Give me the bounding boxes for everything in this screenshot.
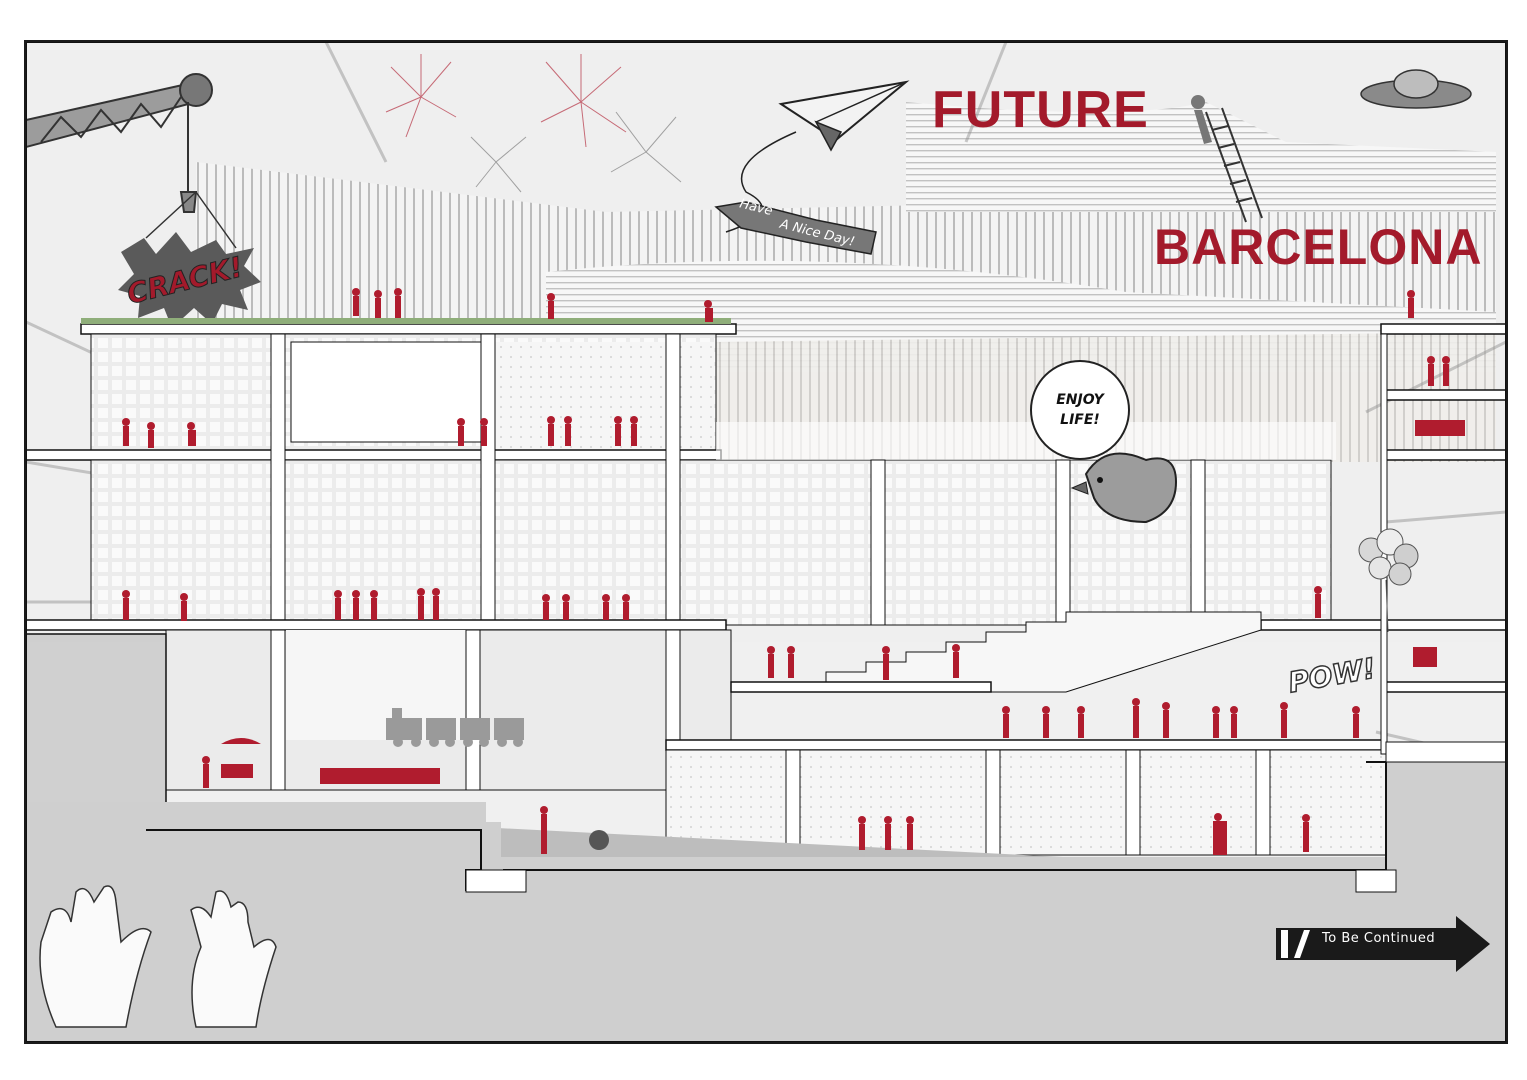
figure	[1212, 706, 1220, 738]
paper-plane-icon	[725, 80, 910, 233]
balloons-icon	[1358, 528, 1419, 633]
figure	[320, 768, 440, 784]
figure	[882, 646, 890, 680]
figure	[1280, 702, 1288, 738]
figure	[630, 416, 638, 446]
fireworks-icon	[385, 54, 682, 193]
ufo-icon	[1360, 69, 1472, 109]
figure	[202, 756, 210, 788]
figure	[622, 594, 630, 620]
figure	[187, 422, 196, 446]
figure	[1132, 698, 1140, 738]
figure	[906, 816, 914, 850]
figure	[1213, 813, 1227, 855]
banner-ribbon	[714, 201, 877, 255]
figure	[122, 418, 130, 446]
figure	[1427, 356, 1435, 386]
figure	[1002, 706, 1010, 738]
figure	[180, 593, 188, 621]
figure	[540, 806, 548, 854]
section-drawing	[26, 42, 1506, 1042]
figure	[1162, 702, 1170, 738]
figure	[1407, 290, 1415, 318]
figure	[602, 594, 610, 620]
figure	[1442, 356, 1450, 386]
figure	[1230, 706, 1238, 738]
section-drawing-frame: FUTURE BARCELONA CRACK! POW! ENJOY LIFE!…	[24, 40, 1508, 1044]
figure	[1352, 706, 1360, 738]
figure	[547, 416, 555, 446]
figure	[1413, 647, 1437, 667]
figure	[432, 588, 440, 620]
figure	[564, 416, 572, 446]
figure	[352, 288, 360, 316]
figure	[542, 594, 550, 620]
figure	[614, 416, 622, 446]
figure	[334, 590, 342, 620]
figure	[394, 288, 402, 318]
figure	[1415, 420, 1465, 436]
continue-label-box: To Be Continued	[1276, 920, 1496, 960]
figure	[562, 594, 570, 620]
people-figures	[122, 288, 1465, 855]
title-line-barcelona: BARCELONA	[1154, 219, 1483, 275]
figure	[374, 290, 382, 318]
continue-label: To Be Continued	[1322, 931, 1436, 946]
figure	[1302, 814, 1310, 852]
speech-bubble-line1: ENJOY	[1056, 392, 1104, 408]
figure	[858, 816, 866, 850]
figure	[767, 646, 775, 678]
figure	[352, 590, 360, 620]
figure	[547, 293, 555, 319]
figure	[417, 588, 425, 620]
figure	[370, 590, 378, 620]
figure	[1077, 706, 1085, 738]
figure	[480, 418, 488, 446]
continue-arrow	[1276, 916, 1490, 972]
figure	[1042, 706, 1050, 738]
figure	[457, 418, 465, 446]
speech-bubble-line2: LIFE!	[1060, 412, 1100, 428]
figure	[704, 300, 713, 322]
figure	[122, 590, 130, 620]
train-icon	[386, 708, 524, 747]
umbrella-cart	[221, 738, 261, 744]
figure	[787, 646, 795, 678]
crack-burst	[118, 191, 261, 328]
crane-icon	[26, 73, 213, 213]
figure	[952, 644, 960, 678]
title-line-future: FUTURE	[932, 81, 1149, 139]
speech-bubble: ENJOY LIFE!	[1030, 360, 1130, 460]
speaker-icon	[589, 830, 609, 850]
figure	[1314, 586, 1322, 618]
figure	[884, 816, 892, 850]
ladder-icon	[1191, 95, 1263, 223]
figure	[147, 422, 155, 448]
hands-icon	[39, 885, 277, 1028]
